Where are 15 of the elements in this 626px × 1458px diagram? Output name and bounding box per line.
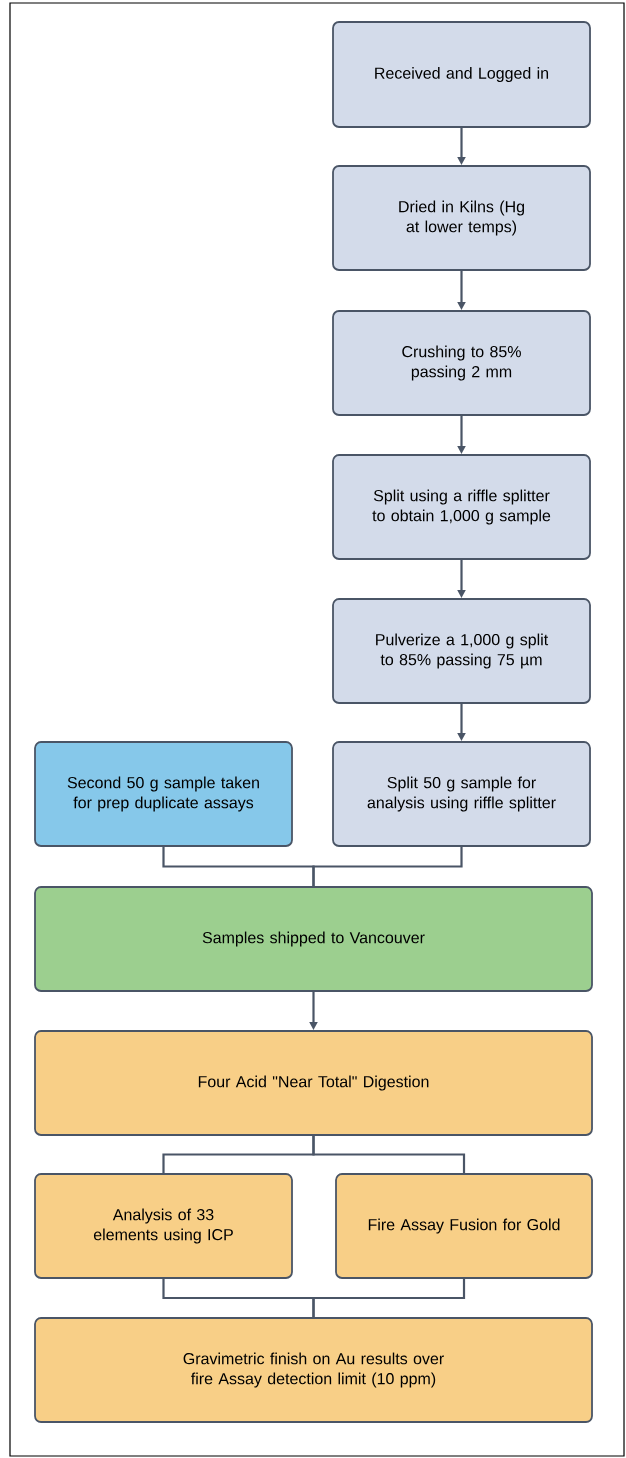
process-box: Dried in Kilns (Hg at lower temps) — [332, 165, 591, 271]
connector-line — [312, 846, 463, 887]
process-box: Received and Logged in — [332, 21, 591, 128]
process-box: Gravimetric finish on Au results over fire Assay detection limit (10 ppm) — [34, 1317, 593, 1423]
process-box: Analysis of 33 elements using ICP — [34, 1173, 293, 1279]
process-box: Split 50 g sample for analysis using riffle splitter — [332, 741, 591, 847]
connector-line — [312, 1135, 466, 1174]
process-box: Crushing to 85% passing 2 mm — [332, 310, 591, 416]
process-box: Fire Assay Fusion for Gold — [335, 1173, 593, 1279]
process-box: Samples shipped to Vancouver — [34, 886, 593, 992]
process-box: Four Acid "Near Total" Digestion — [34, 1030, 593, 1136]
process-box: Pulverize a 1,000 g split to 85% passing 75 µm — [332, 598, 591, 704]
connector-line — [312, 1278, 466, 1318]
process-box: Split using a riffle splitter to obtain 1,000 g sample — [332, 454, 591, 560]
process-box: Second 50 g sample taken for prep duplicate assays — [34, 741, 293, 847]
